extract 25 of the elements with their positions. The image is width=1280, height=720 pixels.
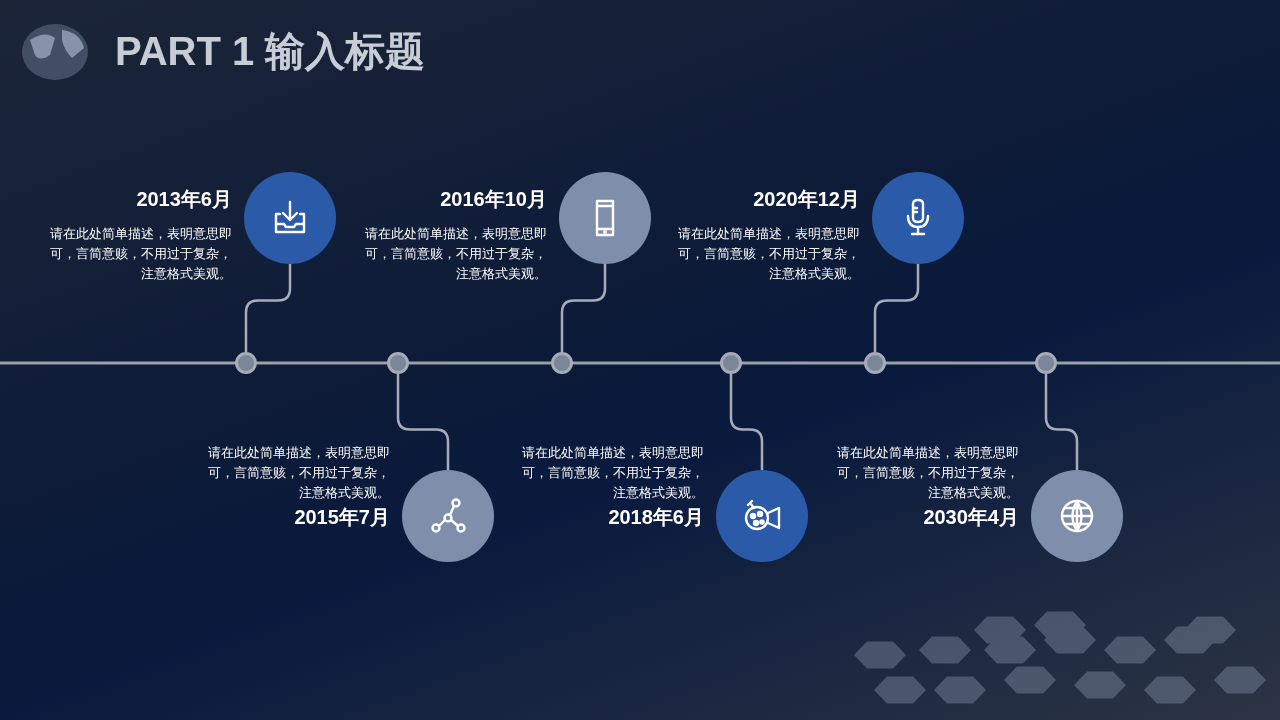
connector-line (396, 374, 450, 470)
connector-line (560, 264, 607, 352)
description-text: 请在此处简单描述，表明意思即可，言简意赅，不用过于复杂，注意格式美观。 (521, 445, 704, 502)
connector-line (244, 264, 292, 352)
connector-line (873, 264, 920, 352)
timeline-dot (551, 352, 573, 374)
timeline-dot (387, 352, 409, 374)
timeline-dot (720, 352, 742, 374)
timeline-dot (1035, 352, 1057, 374)
description-text: 请在此处简单描述，表明意思即可，言简意赅，不用过于复杂，注意格式美观。 (207, 445, 390, 502)
date-label: 2018年6月 (608, 505, 704, 530)
connector-line (729, 374, 764, 470)
date-label: 2030年4月 (923, 505, 1019, 530)
page-title: PART 1 输入标题 (115, 28, 426, 75)
description-text: 请在此处简单描述，表明意思即可，言简意赅，不用过于复杂，注意格式美观。 (49, 226, 232, 283)
date-label: 2020年12月 (753, 187, 860, 212)
description-text: 请在此处简单描述，表明意思即可，言简意赅，不用过于复杂，注意格式美观。 (364, 226, 547, 283)
timeline-dot (864, 352, 886, 374)
description-text: 请在此处简单描述，表明意思即可，言简意赅，不用过于复杂，注意格式美观。 (677, 226, 860, 283)
date-label: 2016年10月 (440, 187, 547, 212)
timeline-dot (235, 352, 257, 374)
connector-line (1044, 374, 1079, 470)
date-label: 2013年6月 (136, 187, 232, 212)
description-text: 请在此处简单描述，表明意思即可，言简意赅，不用过于复杂，注意格式美观。 (836, 445, 1019, 502)
date-label: 2015年7月 (294, 505, 390, 530)
